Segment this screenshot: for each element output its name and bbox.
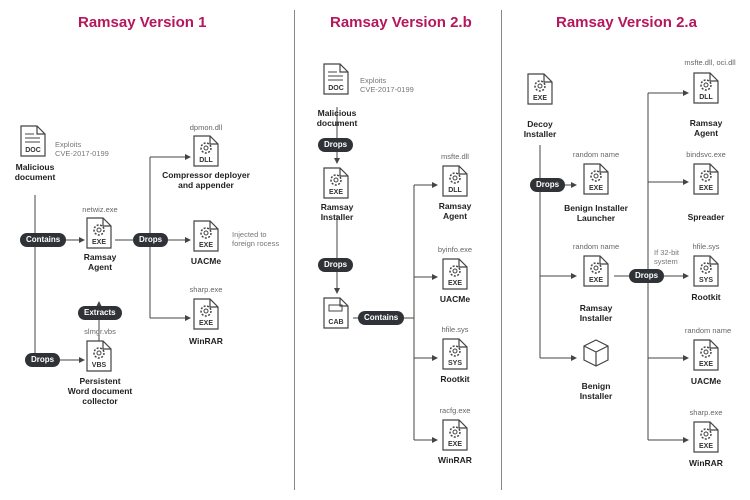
v1-uacme-label: UACMe	[190, 256, 222, 266]
v2a-agent-filename: msfte.dll, oci.dll	[684, 58, 736, 67]
v2b-agent-filename: msfte.dll	[441, 152, 469, 161]
v2a-agent-type: DLL	[699, 94, 713, 101]
v1-drops-pill: Drops	[25, 353, 61, 367]
v1-doc-file-icon: DOC	[20, 125, 46, 157]
v2b-uacme-icon: EXE	[442, 258, 468, 290]
divider-1	[294, 10, 295, 490]
v2a-launcher-label: Benign Installer Launcher	[564, 203, 628, 223]
v2b-drops-pill: Drops	[318, 138, 354, 152]
v1-vbs-icon: VBS	[86, 340, 112, 372]
v1-agent-label: Ramsay Agent	[83, 252, 117, 272]
v2a-agent-label: Ramsay Agent	[689, 118, 723, 138]
v2a-spreader-type: EXE	[698, 185, 713, 192]
v2b-uacme-type: EXE	[447, 280, 462, 287]
v1-exploits: Exploits CVE-2017-0199	[55, 140, 109, 158]
v1-winrar-icon: EXE	[193, 298, 219, 330]
v1-dll-label: Compressor deployer and appender	[162, 170, 250, 190]
title-v2a: Ramsay Version 2.a	[556, 14, 697, 31]
v2a-launcher-type: EXE	[588, 185, 603, 192]
v2a-winrar-label: WinRAR	[689, 458, 723, 468]
v2b-cab-type: CAB	[328, 319, 344, 326]
divider-2	[501, 10, 502, 490]
v2a-installer-label: Ramsay Installer	[579, 303, 613, 323]
v2b-doc-file-icon: DOC	[323, 63, 349, 95]
v2b-installer-label: Ramsay Installer	[320, 202, 354, 222]
v2a-launcher-icon: EXE	[583, 163, 609, 195]
v2a-winrar-type: EXE	[698, 443, 713, 450]
v2a-uac-filename: random name	[684, 326, 732, 335]
v2b-installer-type: EXE	[328, 189, 343, 196]
title-v1: Ramsay Version 1	[78, 14, 207, 31]
v1-drops-pill-2: Drops	[133, 233, 169, 247]
v2b-rk-filename: hfile.sys	[441, 325, 469, 334]
v1-agent-filename: netwiz.exe	[82, 205, 118, 214]
v2a-rootkit-icon: SYS	[693, 255, 719, 287]
v1-uacme-type: EXE	[198, 242, 213, 249]
v2a-rk-filename: hfile.sys	[692, 242, 720, 251]
v2a-32bit-note: If 32-bit system	[654, 248, 680, 266]
v2b-contains-pill: Contains	[358, 311, 405, 325]
v2a-decoy-type: EXE	[532, 95, 547, 102]
v1-agent-type: EXE	[91, 239, 106, 246]
v2a-drops-pill-2: Drops	[629, 269, 665, 283]
v1-inject-note: Injected to foreign rocess	[232, 230, 280, 248]
v2b-winrar-label: WinRAR	[438, 455, 472, 465]
v2b-exploits: Exploits CVE-2017-0199	[360, 76, 414, 94]
v2a-rar-filename: sharp.exe	[689, 408, 723, 417]
v1-extracts-pill: Extracts	[78, 306, 122, 320]
v1-malicious-label: Malicious document	[14, 162, 56, 182]
v2a-benign-label: Benign Installer	[579, 381, 613, 401]
v2b-drops-pill-2: Drops	[318, 258, 354, 272]
v2a-rootkit-type: SYS	[698, 277, 713, 284]
v2b-uac-filename: byinfo.exe	[437, 245, 473, 254]
v2b-rootkit-type: SYS	[447, 360, 462, 367]
v2a-installer-filename: random name	[572, 242, 620, 251]
v2b-malicious-label: Malicious document	[316, 108, 358, 128]
v2a-spreader-filename: bindsvc.exe	[686, 150, 726, 159]
v2a-drops-pill: Drops	[530, 178, 566, 192]
v2b-doc-type: DOC	[328, 85, 344, 92]
v2a-decoy-icon: EXE	[527, 73, 553, 105]
v1-dll-type: DLL	[199, 157, 213, 164]
v2a-installer-type: EXE	[588, 277, 603, 284]
v2b-agent-dll-icon: DLL	[442, 165, 468, 197]
v2a-installer-icon: EXE	[583, 255, 609, 287]
v2a-decoy-label: Decoy Installer	[523, 119, 557, 139]
v2b-rar-filename: racfg.exe	[439, 406, 471, 415]
v2a-benign-box-icon	[582, 338, 610, 370]
v1-agent-exe-icon: EXE	[86, 217, 112, 249]
v1-vbs-label: Persistent Word document collector	[67, 376, 133, 406]
v2a-uacme-type: EXE	[698, 361, 713, 368]
v2a-agent-dll-icon: DLL	[693, 72, 719, 104]
v2a-launcher-filename: random name	[572, 150, 620, 159]
v1-winrar-type: EXE	[198, 320, 213, 327]
v2a-spreader-icon: EXE	[693, 163, 719, 195]
v1-contains-pill: Contains	[20, 233, 67, 247]
v1-doc-type: DOC	[25, 147, 41, 154]
title-v2b: Ramsay Version 2.b	[330, 14, 472, 31]
v2a-winrar-icon: EXE	[693, 421, 719, 453]
v2b-rootkit-label: Rootkit	[440, 374, 470, 384]
v1-rar-filename: sharp.exe	[189, 285, 223, 294]
v2a-uacme-icon: EXE	[693, 339, 719, 371]
v2b-cab-icon: CAB	[323, 297, 349, 329]
v2b-agent-type: DLL	[448, 187, 462, 194]
v1-dll-icon: DLL	[193, 135, 219, 167]
v2b-rootkit-icon: SYS	[442, 338, 468, 370]
v2b-winrar-type: EXE	[447, 441, 462, 448]
v2b-uacme-label: UACMe	[439, 294, 471, 304]
v1-uacme-icon: EXE	[193, 220, 219, 252]
v2b-agent-label: Ramsay Agent	[438, 201, 472, 221]
v2a-uacme-label: UACMe	[690, 376, 722, 386]
v2a-spreader-label: Spreader	[687, 212, 725, 222]
v2b-installer-icon: EXE	[323, 167, 349, 199]
v1-vbs-type: VBS	[91, 362, 107, 369]
v2a-rootkit-label: Rootkit	[691, 292, 721, 302]
v1-vbs-filename: slmgr.vbs	[84, 327, 116, 336]
v1-dll-filename: dpmon.dll	[189, 123, 223, 132]
v1-winrar-label: WinRAR	[189, 336, 223, 346]
v2b-winrar-icon: EXE	[442, 419, 468, 451]
